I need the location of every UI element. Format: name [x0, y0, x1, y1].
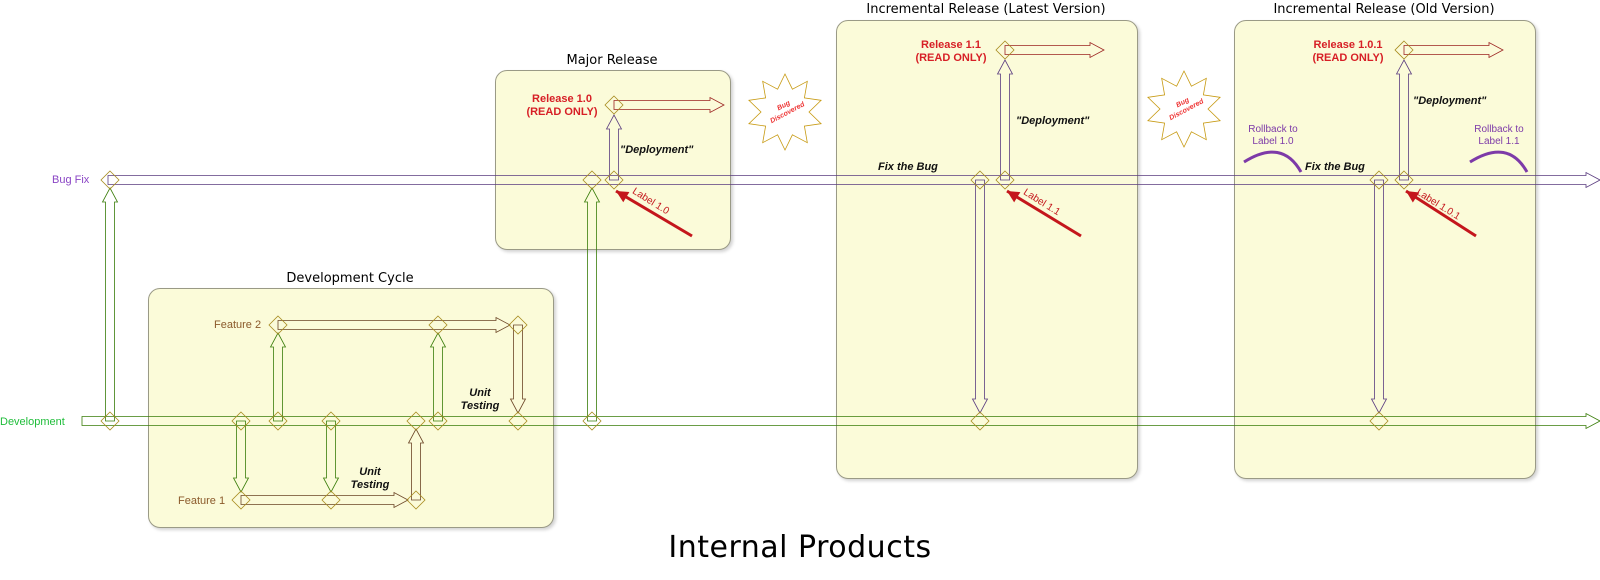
fix-bug-latest-down-arrow	[971, 179, 989, 414]
deployment-note-latest: "Deployment"	[1016, 115, 1090, 127]
node-diamond-1	[582, 170, 602, 190]
rollback-1-0-arrow	[1237, 150, 1303, 173]
feature-2-label: Feature 2	[214, 319, 262, 331]
incremental-latest-title: Incremental Release (Latest Version)	[866, 2, 1106, 17]
release-1-0-arrow	[613, 96, 725, 114]
label-1-0-1-pointer	[1405, 189, 1477, 238]
label-1-0-pointer-head	[616, 191, 630, 203]
feature2-unit-testing-arrow	[277, 316, 511, 334]
label-1-0-1-pointer-head	[1406, 191, 1420, 203]
dev-to-bugfix-arrow	[101, 187, 119, 422]
fix-bug-note-old: Fix the Bug	[1305, 161, 1365, 173]
development-cycle-box	[148, 288, 554, 528]
node-diamond-11	[406, 411, 426, 431]
dev-to-feature2-arrow	[269, 332, 287, 422]
dev-to-feature2-arrow-2	[429, 332, 447, 422]
label-1-1-pointer	[1006, 189, 1082, 238]
incremental-release-latest-box	[836, 20, 1138, 479]
release-1-0-1-label: Release 1.0.1 (READ ONLY)	[1312, 39, 1384, 64]
release-1-1-label: Release 1.1 (READ ONLY)	[915, 39, 987, 64]
node-diamond-13	[508, 411, 528, 431]
deployment-note-major: "Deployment"	[620, 144, 694, 156]
feature1-unit-testing-arrow	[240, 491, 409, 509]
node-diamond-0	[100, 170, 120, 190]
node-diamond-21	[428, 315, 448, 335]
development-lane-arrow	[81, 412, 1600, 430]
release-1-1-arrow	[1004, 41, 1105, 59]
dev-to-feature1-arrow-2	[322, 420, 340, 493]
page-title: Internal Products	[668, 530, 932, 565]
unit-testing-note-upper: Unit Testing	[460, 387, 500, 412]
dev-to-feature1-arrow	[232, 420, 250, 493]
lane-bugfix-label: Bug Fix	[52, 174, 90, 186]
unit-testing-note-lower: Unit Testing	[350, 466, 390, 491]
release-1-0-label: Release 1.0 (READ ONLY)	[526, 93, 598, 118]
node-diamond-18	[321, 490, 341, 510]
release-1-0-1-arrow	[1403, 41, 1504, 59]
deployment-1-0-1-arrow	[1395, 59, 1413, 181]
node-diamond-16	[1369, 411, 1389, 431]
dev-to-major-release-arrow	[583, 187, 601, 422]
label-1-1-pointer-head	[1007, 191, 1021, 203]
node-diamond-15	[970, 411, 990, 431]
fix-bug-old-down-arrow	[1370, 179, 1388, 414]
major-release-title: Major Release	[566, 53, 658, 68]
rollback-to-1-0-note: Rollback to Label 1.0	[1248, 124, 1298, 147]
development-cycle-title: Development Cycle	[286, 271, 414, 286]
deployment-note-old: "Deployment"	[1413, 95, 1487, 107]
lane-development-label: Development	[0, 416, 65, 428]
rollback-to-1-1-note: Rollback to Label 1.1	[1474, 124, 1524, 147]
major-release-box	[495, 70, 731, 250]
deployment-1-1-arrow	[996, 59, 1014, 181]
feature-1-label: Feature 1	[178, 495, 226, 507]
fix-bug-note-latest: Fix the Bug	[878, 161, 938, 173]
label-1-0-pointer	[615, 189, 693, 238]
feature1-to-dev-arrow	[407, 428, 425, 501]
feature2-to-dev-arrow	[509, 324, 527, 414]
rollback-1-1-arrow	[1463, 150, 1529, 173]
incremental-old-title: Incremental Release (Old Version)	[1273, 2, 1495, 17]
